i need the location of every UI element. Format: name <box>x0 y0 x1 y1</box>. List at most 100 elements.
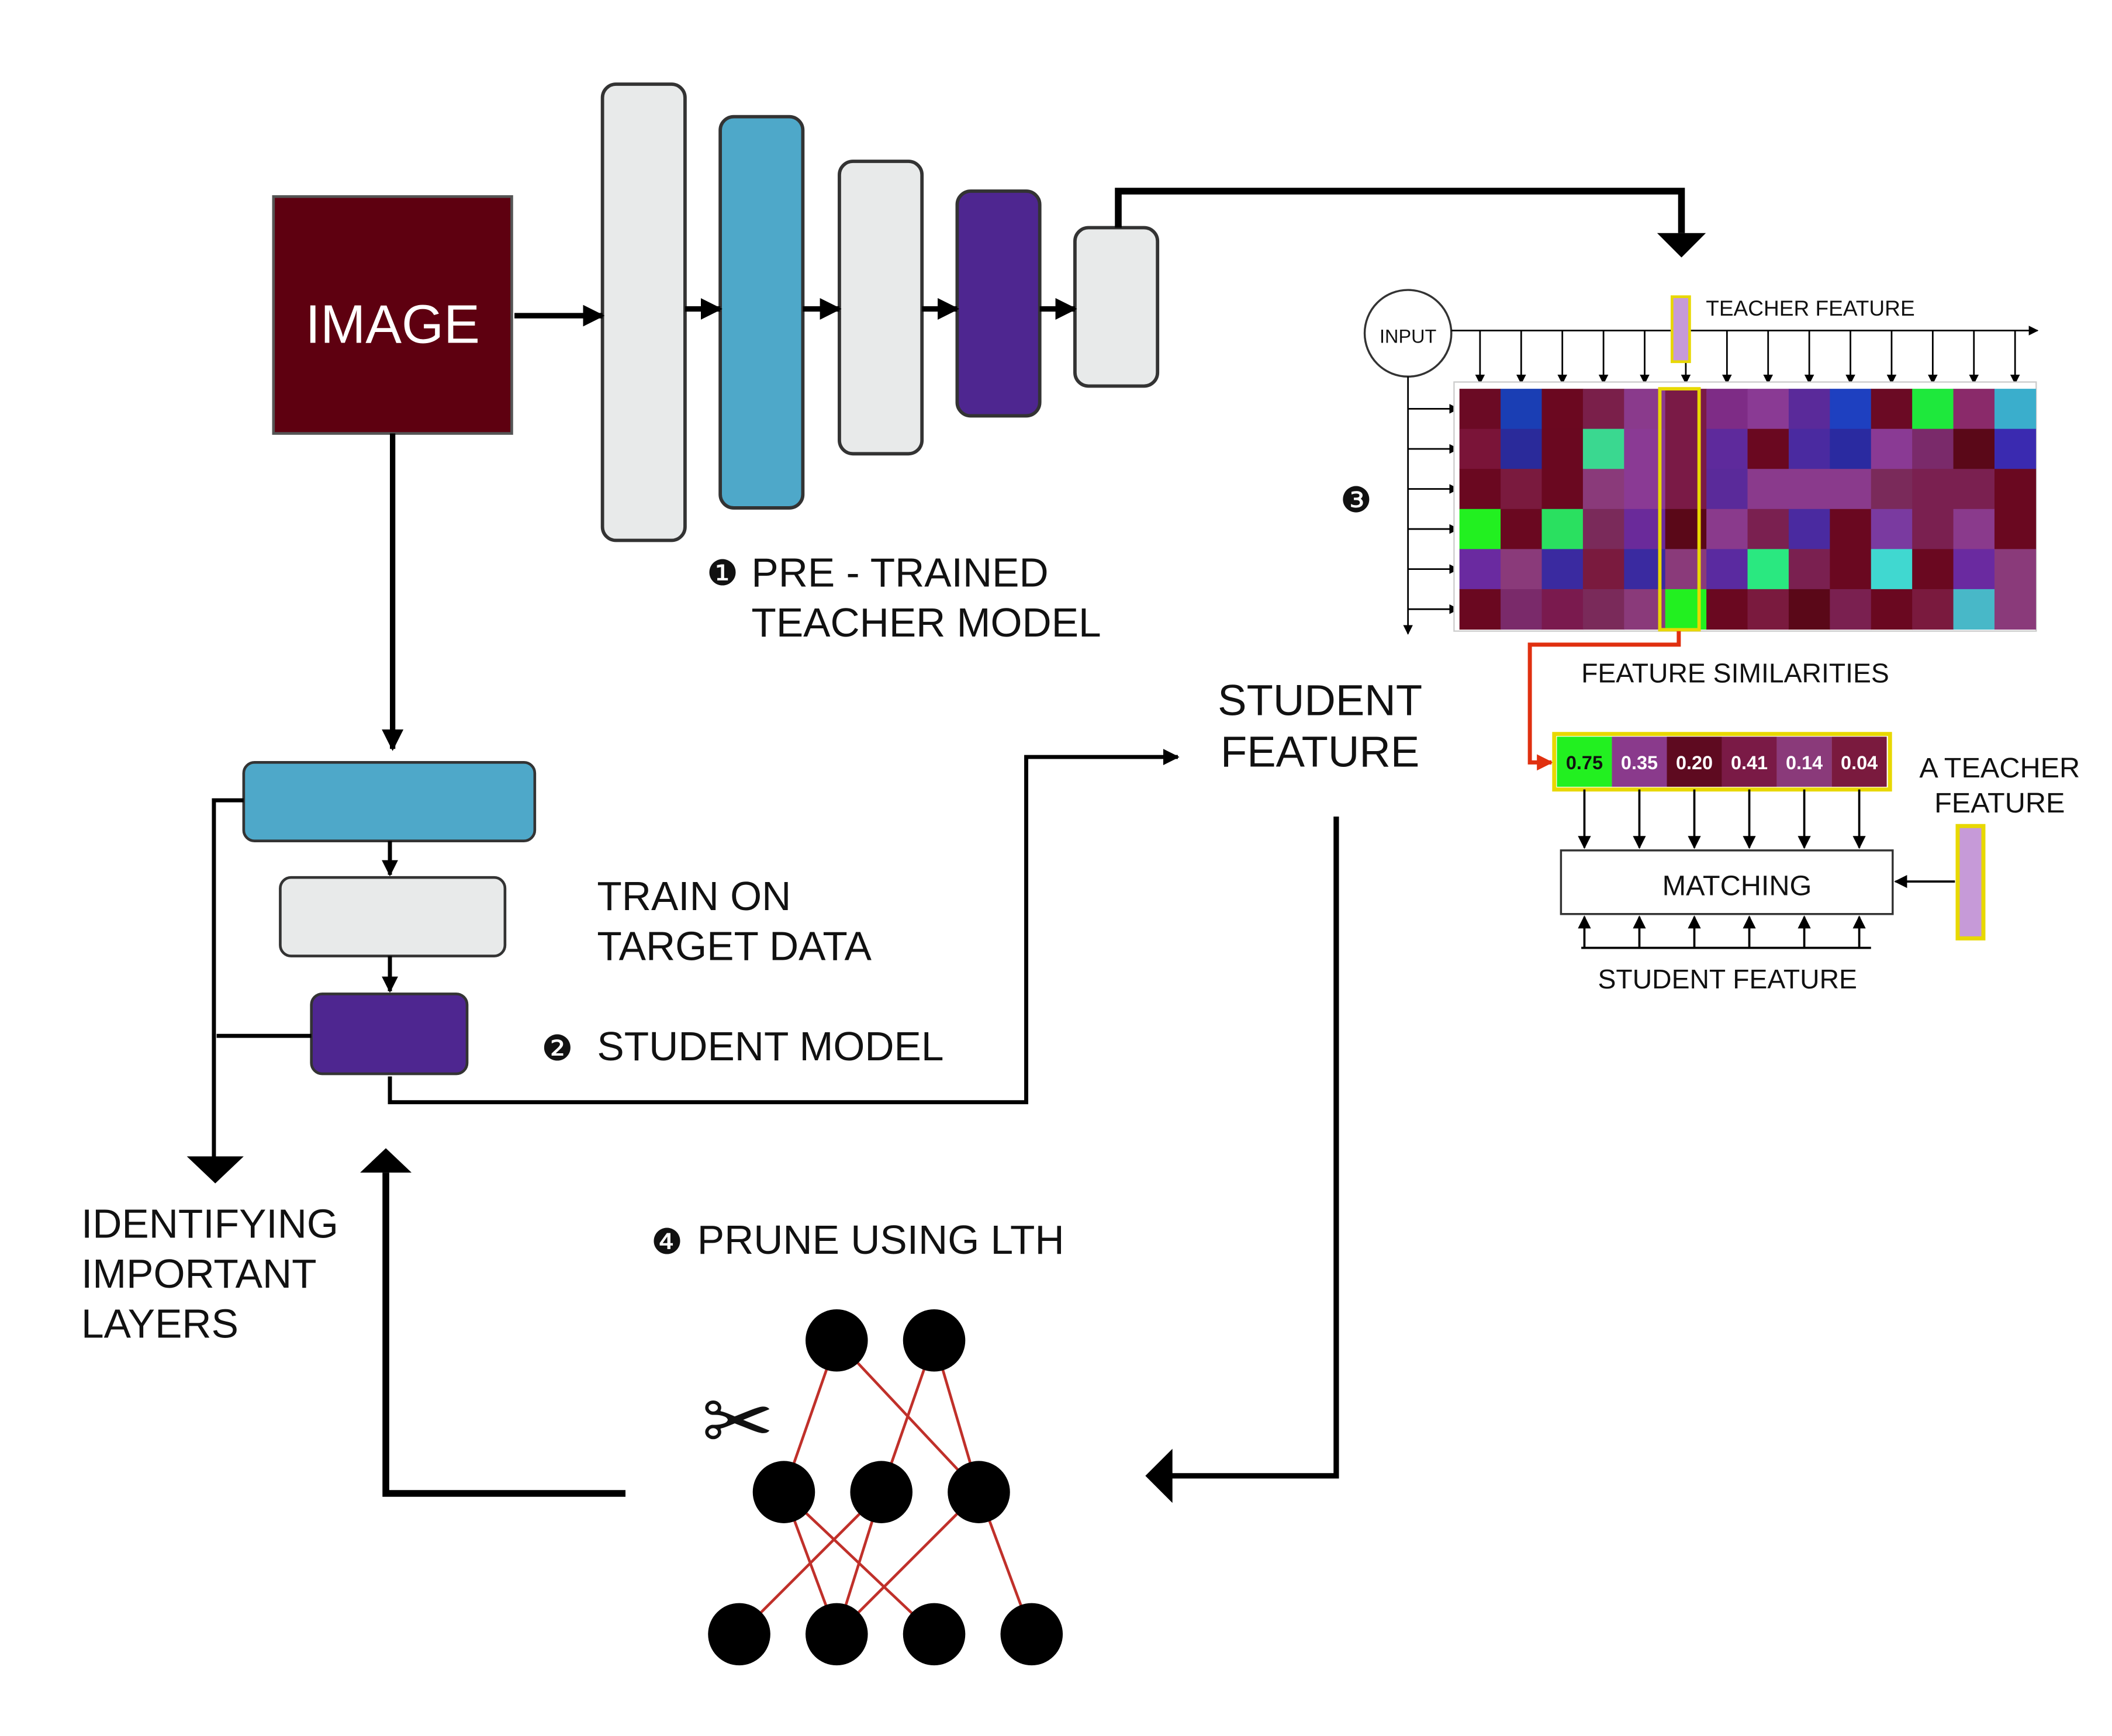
matrix-cell <box>1830 509 1872 550</box>
scissors-icon: ✂ <box>701 1374 774 1470</box>
matrix-cell <box>1747 509 1789 550</box>
matrix-cell <box>1830 389 1872 430</box>
matrix-cell <box>1582 469 1624 510</box>
values-to-matching-arrows <box>1578 789 1866 849</box>
prune-label: PRUNE USING LTH <box>697 1217 1064 1263</box>
network-node <box>850 1461 913 1523</box>
teacher-layer-3 <box>838 160 924 456</box>
matrix-cell <box>1953 428 1995 469</box>
matrix-cell <box>1994 509 2037 550</box>
matrix-cell <box>1747 469 1789 510</box>
matrix-cell <box>1706 469 1748 510</box>
student-feature-line1: STUDENT <box>1218 676 1422 724</box>
a-teacher-feature-bar <box>1955 824 1986 940</box>
matrix-cell <box>1994 428 2037 469</box>
matrix-cell <box>1459 428 1501 469</box>
similarity-value-text: 0.14 <box>1786 752 1823 773</box>
teacher-step-marker: ❶ <box>707 553 738 593</box>
matrix-cell <box>1788 589 1831 630</box>
arrow-student-to-feature <box>388 749 1180 1105</box>
matrix-cell <box>1706 549 1748 590</box>
similarity-value-cell <box>1722 736 1777 787</box>
matrix-cell <box>1871 509 1913 550</box>
feature-similarities-label: FEATURE SIMILARITIES <box>1581 658 1889 689</box>
matching-student-feature-label: STUDENT FEATURE <box>1598 964 1857 994</box>
network-node <box>806 1309 868 1372</box>
matrix-cell <box>1953 389 1995 430</box>
arrowhead-feature-to-prune <box>1145 1448 1173 1503</box>
train-label-line1: TRAIN ON <box>597 873 791 919</box>
matrix-cell <box>1912 589 1954 630</box>
matrix-cell <box>1871 428 1913 469</box>
matrix-cell <box>1912 389 1954 430</box>
matrix-cell <box>1830 589 1872 630</box>
matrix-cell <box>1830 469 1872 510</box>
arrow-feature-to-prune <box>1164 816 1339 1479</box>
similarity-matrix <box>1459 389 2037 630</box>
matrix-cell <box>1871 469 1913 510</box>
student-layer-2 <box>279 876 507 957</box>
similarity-panel: INPUT TEACHER FEATURE ❸ FEATURE SIMILARI… <box>1340 289 2080 994</box>
matrix-cell <box>1912 549 1954 590</box>
matrix-cell <box>1747 389 1789 430</box>
network-node <box>708 1603 770 1666</box>
arrow-prune-to-student <box>382 1173 626 1497</box>
teacher-layer-4 <box>955 189 1042 418</box>
similarity-value-cell <box>1557 736 1612 787</box>
matrix-cell <box>1994 589 2037 630</box>
network-node <box>903 1309 966 1372</box>
matrix-cell <box>1747 428 1789 469</box>
network-edge <box>738 1491 883 1635</box>
similarity-value-cell <box>1776 736 1832 787</box>
matrix-cell <box>1582 589 1624 630</box>
matrix-cell <box>1582 509 1624 550</box>
teacher-label-line1: PRE - TRAINED <box>751 549 1048 595</box>
matrix-cell <box>1706 389 1748 430</box>
teacher-feature-bar <box>1670 295 1691 364</box>
teacher-model <box>600 82 1160 542</box>
arrowhead-teacher-to-similarity <box>1657 233 1706 258</box>
a-teacher-label-line2: FEATURE <box>1934 787 2065 819</box>
matrix-cell <box>1541 549 1584 590</box>
similarity-value-text: 0.75 <box>1566 752 1603 773</box>
matrix-cell <box>1788 509 1831 550</box>
network-node <box>1000 1603 1063 1666</box>
teacher-arrows <box>514 298 1077 327</box>
matrix-cell <box>1788 549 1831 590</box>
matrix-cell <box>1830 428 1872 469</box>
matrix-cell <box>1582 428 1624 469</box>
similarity-value-text: 0.20 <box>1676 752 1713 773</box>
matrix-cell <box>1541 389 1584 430</box>
similarity-value-cell <box>1612 736 1667 787</box>
image-block <box>272 195 513 435</box>
matrix-cell <box>1459 469 1501 510</box>
matrix-cell <box>1747 589 1789 630</box>
matching-label: MATCHING <box>1662 870 1812 901</box>
matrix-cell <box>1501 589 1543 630</box>
identifying-line1: IDENTIFYING <box>81 1201 338 1246</box>
network-node <box>752 1461 815 1523</box>
teacher-layer-2 <box>718 115 805 510</box>
matrix-cell <box>1912 428 1954 469</box>
matrix-cell <box>1706 589 1748 630</box>
matrix-cell <box>1953 549 1995 590</box>
matrix-cell <box>1953 589 1995 630</box>
step-3-marker: ❸ <box>1340 480 1372 520</box>
matrix-cell <box>1788 428 1831 469</box>
teacher-label-line2: TEACHER MODEL <box>751 600 1101 645</box>
student-step-marker: ❷ <box>541 1028 573 1068</box>
matrix-cell <box>1459 549 1501 590</box>
similarity-value-cell <box>1831 736 1887 787</box>
identifying-line3: LAYERS <box>81 1301 238 1347</box>
student-label: STUDENT MODEL <box>597 1023 943 1069</box>
matrix-cell <box>1912 509 1954 550</box>
arrow-teacher-to-similarity <box>1115 188 1685 233</box>
identifying-bracket <box>212 798 244 1158</box>
matrix-cell <box>1994 469 2037 510</box>
matrix-cell <box>1501 469 1543 510</box>
matrix-cell <box>1582 549 1624 590</box>
teacher-feature-label: TEACHER FEATURE <box>1706 296 1914 320</box>
highlighted-column <box>1658 387 1701 632</box>
